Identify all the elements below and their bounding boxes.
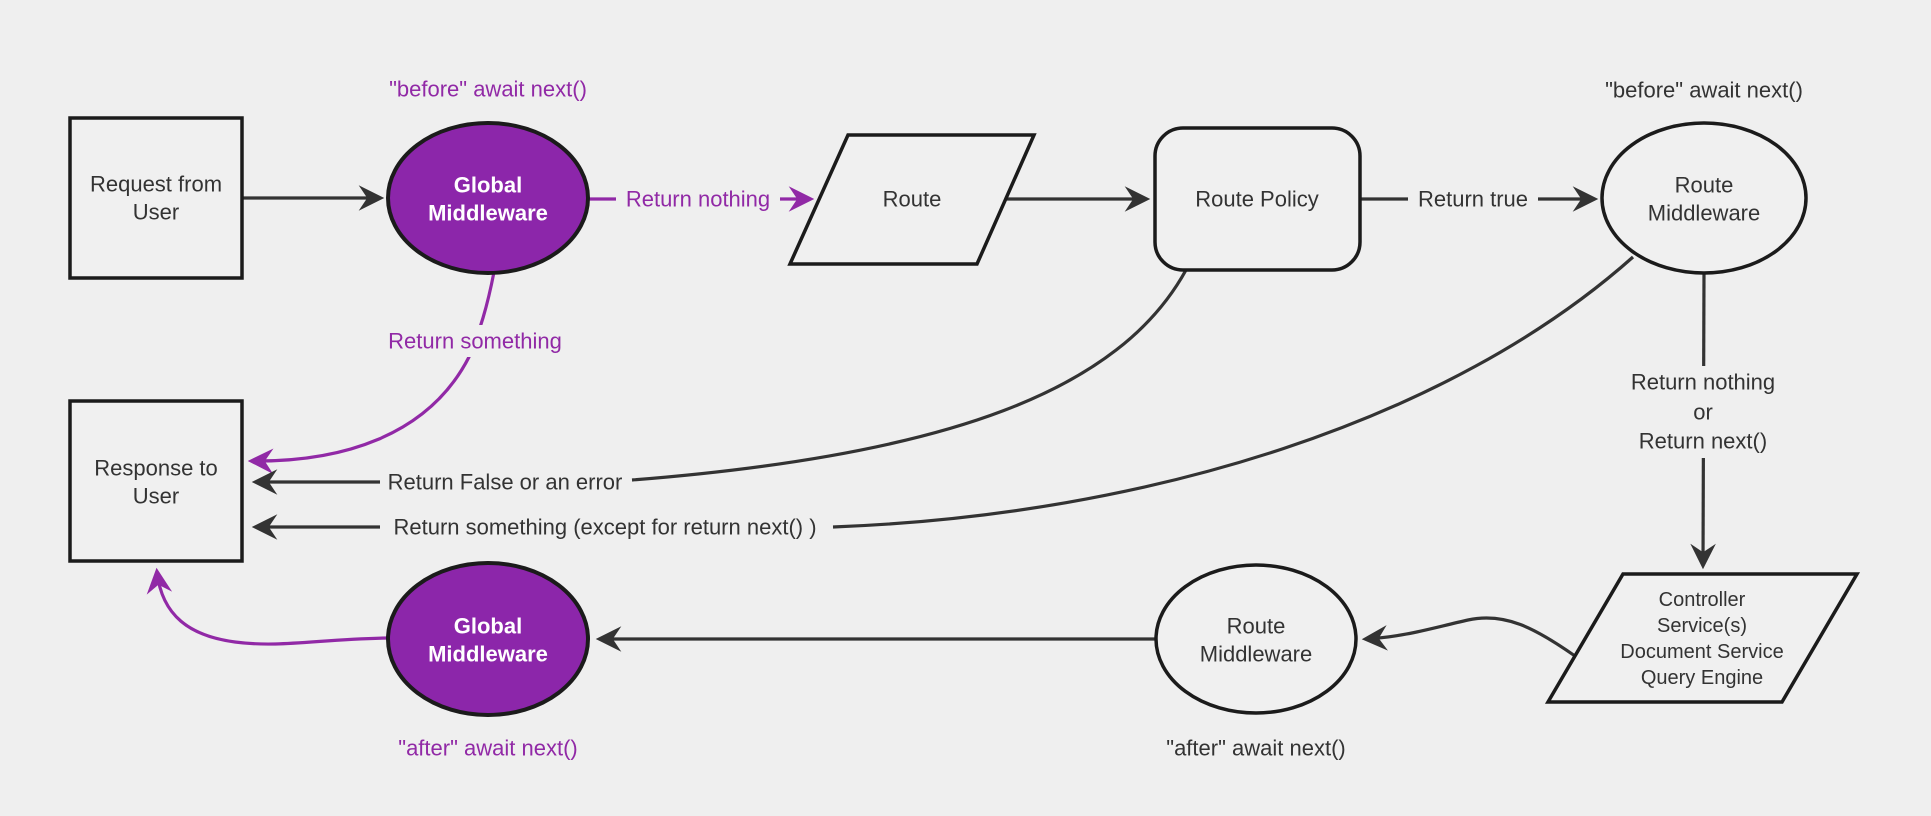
edge-controller-to-route-middleware-bottom <box>1361 616 1576 658</box>
route-node-label: Route <box>883 187 942 212</box>
route-middleware-top-label: Middleware <box>1648 201 1761 226</box>
request-node <box>68 116 244 280</box>
route-middleware-bottom-label: Middleware <box>1200 642 1313 667</box>
response-node-label: Response to <box>94 456 218 481</box>
label-return-nothing-bg <box>616 183 780 215</box>
route-middleware-top-node <box>1600 121 1808 275</box>
label-after-await-route: "after" await next() <box>1166 736 1345 761</box>
edge-global-middleware-bottom-to-response <box>146 567 389 646</box>
controller-services-label: Document Service <box>1620 641 1783 663</box>
controller-services-label: Service(s) <box>1657 615 1747 637</box>
label-return-nothing-or: Return next() <box>1639 429 1767 454</box>
label-return-true-bg <box>1408 184 1538 214</box>
label-return-something-except: Return something (except for return next… <box>393 515 816 540</box>
label-before-await-global: "before" await next() <box>389 77 587 102</box>
route-middleware-top-label: Route <box>1675 173 1734 198</box>
label-return-something-bg <box>382 325 568 357</box>
global-middleware-top-label: Middleware <box>428 201 548 226</box>
label-return-nothing-or: or <box>1693 400 1713 425</box>
edge-global-middleware-top-to-response <box>247 271 496 475</box>
label-return-something: Return something <box>388 329 562 354</box>
route-policy-label: Route Policy <box>1195 187 1319 212</box>
route-middleware-bottom-label: Route <box>1227 614 1286 639</box>
label-return-nothing: Return nothing <box>626 187 770 212</box>
label-return-nothing-or-bg <box>1618 366 1788 458</box>
response-node-label: User <box>133 484 179 509</box>
label-return-nothing-or: Return nothing <box>1631 370 1775 395</box>
global-middleware-bottom-label: Middleware <box>428 642 548 667</box>
global-middleware-bottom-label: Global <box>454 614 522 639</box>
global-middleware-bottom-node <box>386 561 590 717</box>
request-node-label: Request from <box>90 172 222 197</box>
label-return-false-or-error: Return False or an error <box>388 470 623 495</box>
controller-services-label: Query Engine <box>1641 667 1763 689</box>
response-node <box>68 399 244 563</box>
request-node-label: User <box>133 200 179 225</box>
controller-services-node <box>1544 572 1861 704</box>
edge-route-policy-to-response-curve <box>631 269 1188 482</box>
global-middleware-top-label: Global <box>454 173 522 198</box>
controller-services-label: Controller <box>1659 589 1746 611</box>
label-return-true: Return true <box>1418 187 1528 212</box>
route-node <box>787 133 1037 266</box>
label-after-await-global: "after" await next() <box>398 736 577 761</box>
route-policy-node <box>1153 126 1362 272</box>
global-middleware-top-node <box>386 121 590 275</box>
route-middleware-bottom-node <box>1154 563 1358 715</box>
edge-route-middleware-to-response-curve <box>832 255 1635 529</box>
label-before-await-route: "before" await next() <box>1605 78 1803 103</box>
